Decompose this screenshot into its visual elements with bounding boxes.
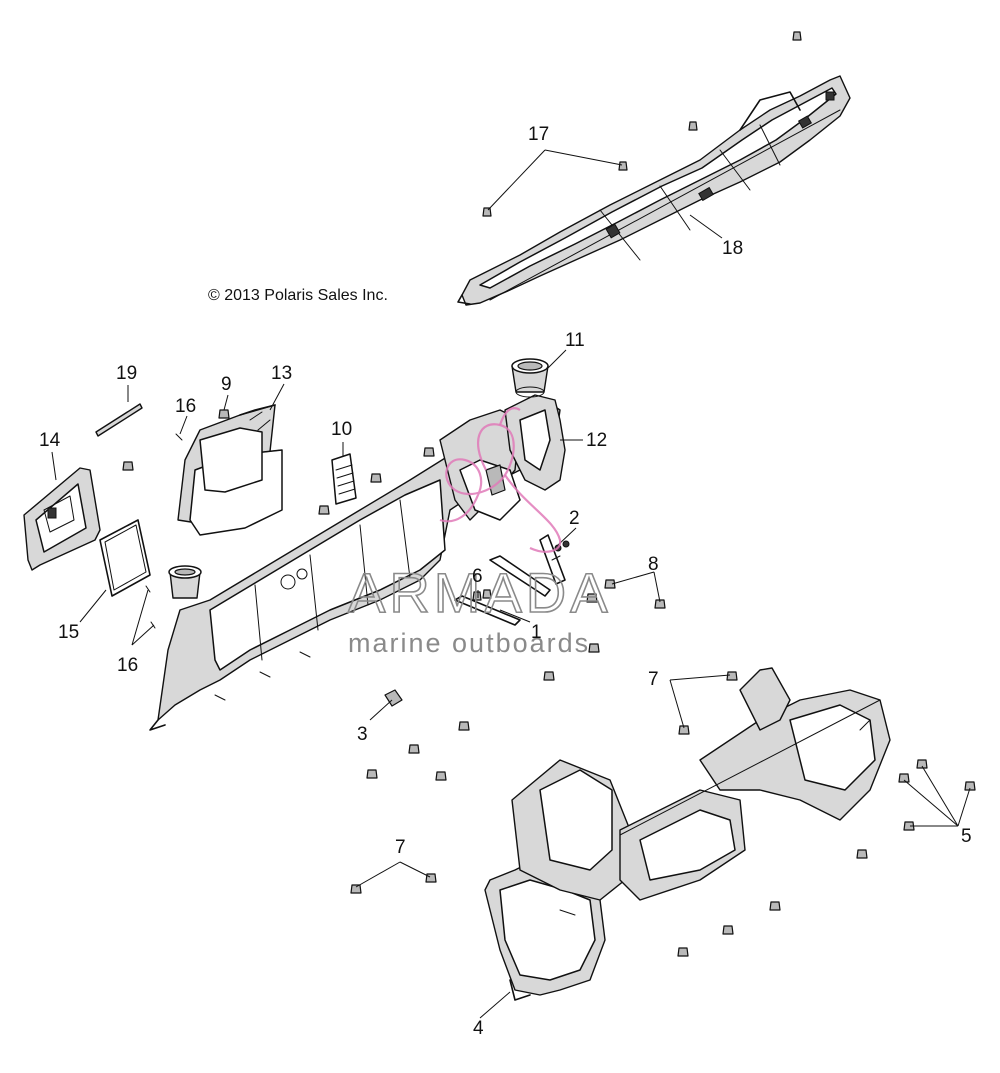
callout-6: 6 [472,566,483,587]
loose-fasteners [122,409,976,957]
callout-3: 3 [357,724,368,745]
callout-4: 4 [473,1018,484,1039]
callout-18: 18 [722,238,743,259]
callout-16-lower: 16 [117,655,138,676]
callout-7-lower: 7 [395,837,406,858]
callout-13: 13 [271,363,292,384]
part-lower-storage-tub [484,667,891,1001]
part-vent [331,453,357,505]
callout-5: 5 [961,826,972,847]
callout-16-upper: 16 [175,396,196,417]
copyright-notice: © 2013 Polaris Sales Inc. [208,287,388,304]
callout-7-upper: 7 [648,669,659,690]
callout-9: 9 [221,374,232,395]
part-brackets [454,534,570,626]
part-bezel-frame [23,467,101,571]
watermark-tagline: marine outboards [348,628,590,658]
part-cup-holder-upper [511,358,549,398]
callout-11: 11 [565,330,585,351]
part-cup-holder-lower [168,565,202,599]
callout-15: 15 [58,622,79,643]
watermark: ARMADA marine outboards [347,407,612,658]
callout-1: 1 [531,622,542,643]
watermark-brand: ARMADA [348,561,612,624]
callout-2: 2 [569,508,580,529]
part-gasket [99,519,151,597]
part-right-side-panel [504,394,566,491]
part-trim-strip [95,403,143,437]
watermark-logo [439,407,562,553]
part-17-clips [482,31,802,217]
callout-10: 10 [331,419,352,440]
callout-12: 12 [586,430,607,451]
callout-14: 14 [39,430,61,451]
callout-17: 17 [528,124,549,145]
callout-labels: 17 18 19 9 13 16 14 10 11 12 2 6 8 1 15 … [39,124,972,1039]
part-upper-dash-trim [457,75,851,306]
callout-19: 19 [116,363,137,384]
part-glovebox-door [177,404,283,536]
callout-8: 8 [648,554,659,575]
